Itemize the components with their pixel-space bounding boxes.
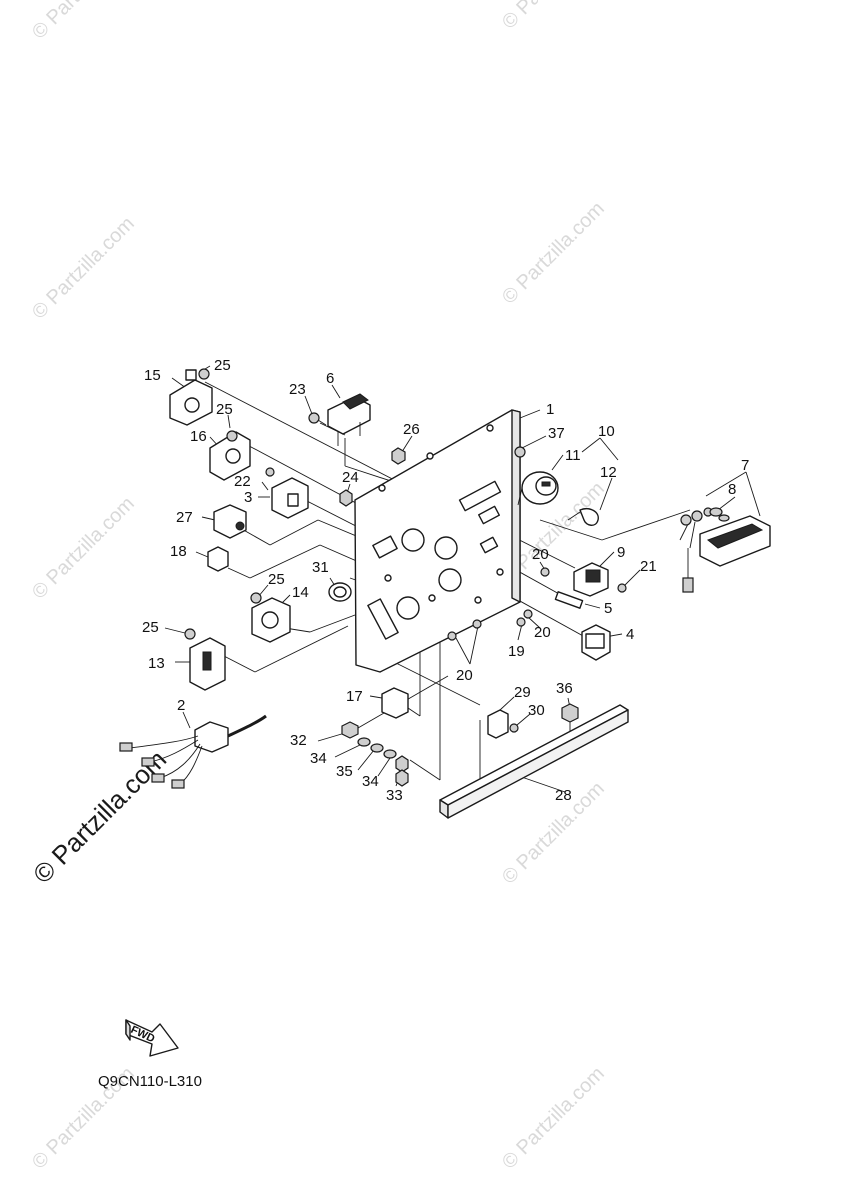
indicator-9 (573, 562, 609, 597)
control-panel-plate (354, 409, 521, 673)
key-switch-11 (517, 471, 559, 506)
callout-25: 25 (216, 401, 233, 418)
callout-10: 10 (598, 423, 615, 440)
callout-6: 6 (326, 370, 334, 387)
screw-20 (447, 567, 550, 641)
rail-28 (439, 704, 629, 819)
fwd-arrow: FWD (125, 1019, 179, 1057)
callout-7: 7 (741, 457, 749, 474)
toggle-switch-27 (213, 504, 247, 539)
screw-23 (308, 412, 327, 426)
screw-21 (617, 583, 627, 593)
callout-8: 8 (728, 481, 736, 498)
bulb-8 (709, 507, 730, 522)
callout-24: 24 (342, 469, 359, 486)
callout-37: 37 (548, 425, 565, 442)
callout-34: 34 (310, 750, 327, 767)
callout-26: 26 (403, 421, 420, 438)
callout-27: 27 (176, 509, 193, 526)
callout-32: 32 (290, 732, 307, 749)
callout-36: 36 (556, 680, 573, 697)
screw-30 (509, 723, 519, 733)
callout-17: 17 (346, 688, 363, 705)
callout-20: 20 (534, 624, 551, 641)
callout-labels: 1 2 3 4 5 6 7 8 9 10 11 12 13 14 15 16 1… (142, 357, 749, 804)
callout-16: 16 (190, 428, 207, 445)
watermark: © Partzilla.com (498, 778, 609, 889)
callout-23: 23 (289, 381, 306, 398)
fwd-label: FWD (129, 1024, 157, 1045)
callout-25: 25 (268, 571, 285, 588)
callout-25: 25 (214, 357, 231, 374)
washer-35 (370, 743, 384, 753)
outlet-14 (250, 592, 291, 643)
callout-22: 22 (234, 473, 251, 490)
nut-24 (339, 489, 353, 507)
callout-19: 19 (508, 643, 525, 660)
switch-17 (381, 687, 409, 719)
diagram-code: Q9CN110-L310 (98, 1073, 202, 1090)
washer-34 (357, 737, 397, 759)
callout-12: 12 (600, 464, 617, 481)
switch-18 (207, 546, 229, 572)
callout-5: 5 (604, 600, 612, 617)
outlet-13 (184, 628, 226, 691)
key-12 (567, 508, 599, 526)
screw-37 (514, 446, 526, 458)
callout-29: 29 (514, 684, 531, 701)
callout-4: 4 (626, 626, 634, 643)
switch-15 (169, 368, 213, 426)
callout-34: 34 (362, 773, 379, 790)
callout-2: 2 (177, 697, 185, 714)
callout-21: 21 (640, 558, 657, 575)
watermark: © Partzilla.com (498, 1063, 609, 1174)
breaker-3 (265, 467, 309, 519)
nut-33 (395, 755, 409, 787)
bolt-32 (341, 721, 359, 739)
callout-1: 1 (546, 401, 554, 418)
callout-20: 20 (456, 667, 473, 684)
callout-35: 35 (336, 763, 353, 780)
callout-9: 9 (617, 544, 625, 561)
callout-20: 20 (532, 546, 549, 563)
hour-meter-7 (679, 507, 771, 593)
clamp-31 (328, 582, 352, 602)
screw-19 (516, 617, 526, 627)
callout-14: 14 (292, 584, 309, 601)
callout-11: 11 (565, 447, 581, 464)
callout-28: 28 (555, 787, 572, 804)
callout-13: 13 (148, 655, 165, 672)
callout-31: 31 (312, 559, 329, 576)
watermark: © Partzilla.com (498, 198, 609, 309)
fuse-5 (554, 591, 584, 609)
watermark: © Partzilla.com (498, 0, 609, 34)
wire-harness-2 (119, 714, 267, 789)
watermark: © Partzilla.com (28, 213, 139, 324)
switch-16 (209, 430, 251, 481)
callout-25: 25 (142, 619, 159, 636)
callout-15: 15 (144, 367, 161, 384)
watermark: © Partzilla.com (28, 493, 139, 604)
meter-4 (581, 624, 611, 661)
nut-26 (391, 447, 406, 465)
callout-33: 33 (386, 787, 403, 804)
callout-30: 30 (528, 702, 545, 719)
watermark-layer: © Partzilla.com © Partzilla.com © Partzi… (27, 0, 609, 1174)
callout-18: 18 (170, 543, 187, 560)
relay-6 (327, 393, 371, 446)
bracket-29 (487, 709, 509, 739)
watermark: © Partzilla.com (28, 0, 139, 44)
callout-3: 3 (244, 489, 252, 506)
bolt-36 (561, 703, 579, 723)
